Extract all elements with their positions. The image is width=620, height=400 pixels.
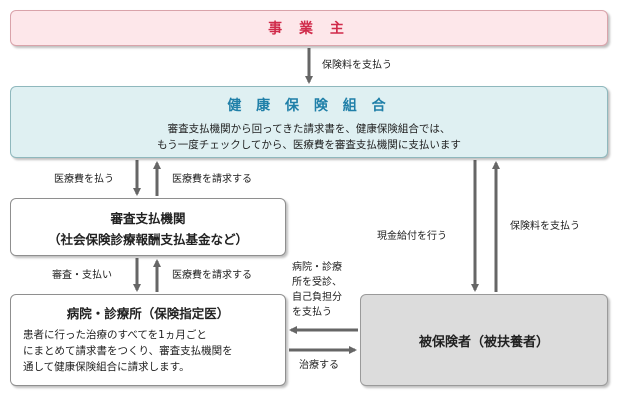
hospital-box: 病院・診療所（保険指定医） 患者に行った治療のすべてを1ヵ月ごと にまとめて請求… bbox=[10, 294, 286, 386]
label-cash-benefit: 現金給付を行う bbox=[377, 231, 447, 242]
label-visit-line3: 自己負担分 bbox=[292, 292, 342, 303]
union-description: 審査支払機関から回ってきた請求書を、健康保険組合では、 もう一度チェックしてから… bbox=[11, 121, 607, 153]
hospital-title: 病院・診療所（保険指定医） bbox=[66, 306, 230, 321]
label-visit-line4: を支払う bbox=[292, 307, 332, 318]
union-desc-line2: もう一度チェックしてから、医療費を審査支払機関に支払います bbox=[157, 139, 461, 151]
label-visit-pay: 病院・診療 所を受診、 自己負担分 を支払う bbox=[292, 260, 342, 320]
hospital-desc-line2: にまとめて請求書をつくり、審査支払機関を bbox=[23, 345, 233, 357]
health-insurance-union-box: 健 康 保 険 組 合 審査支払機関から回ってきた請求書を、健康保険組合では、 … bbox=[10, 86, 608, 158]
label-visit-line2: 所を受診、 bbox=[292, 277, 342, 288]
hospital-desc-line3: 通して健康保険組合に請求します。 bbox=[23, 361, 190, 373]
insured-label: 被保険者（被扶養者） bbox=[418, 334, 549, 350]
label-treat: 治療する bbox=[299, 360, 339, 371]
employer-box: 事 業 主 bbox=[10, 10, 608, 46]
label-employer-pays: 保険料を支払う bbox=[322, 60, 392, 71]
label-insured-pays: 保険料を支払う bbox=[510, 221, 580, 232]
employer-label: 事 業 主 bbox=[268, 21, 350, 37]
review-payment-agency-box: 審査支払機関 （社会保険診療報酬支払基金など） bbox=[10, 198, 286, 256]
review-subtitle: （社会保険診療報酬支払基金など） bbox=[47, 232, 248, 247]
insured-box: 被保険者（被扶養者） bbox=[360, 294, 608, 386]
hospital-desc-line1: 患者に行った治療のすべてを1ヵ月ごと bbox=[23, 329, 207, 341]
label-request-medical-1: 医療費を請求する bbox=[172, 174, 252, 185]
hospital-description: 患者に行った治療のすべてを1ヵ月ごと にまとめて請求書をつくり、審査支払機関を … bbox=[23, 327, 277, 375]
review-title: 審査支払機関 bbox=[110, 211, 186, 226]
union-title: 健 康 保 険 組 合 bbox=[227, 98, 391, 114]
union-desc-line1: 審査支払機関から回ってきた請求書を、健康保険組合では、 bbox=[167, 123, 451, 135]
label-pay-medical: 医療費を払う bbox=[54, 174, 114, 185]
label-request-medical-2: 医療費を請求する bbox=[172, 270, 252, 281]
label-visit-line1: 病院・診療 bbox=[292, 262, 342, 273]
label-review-pay: 審査・支払い bbox=[52, 270, 112, 281]
